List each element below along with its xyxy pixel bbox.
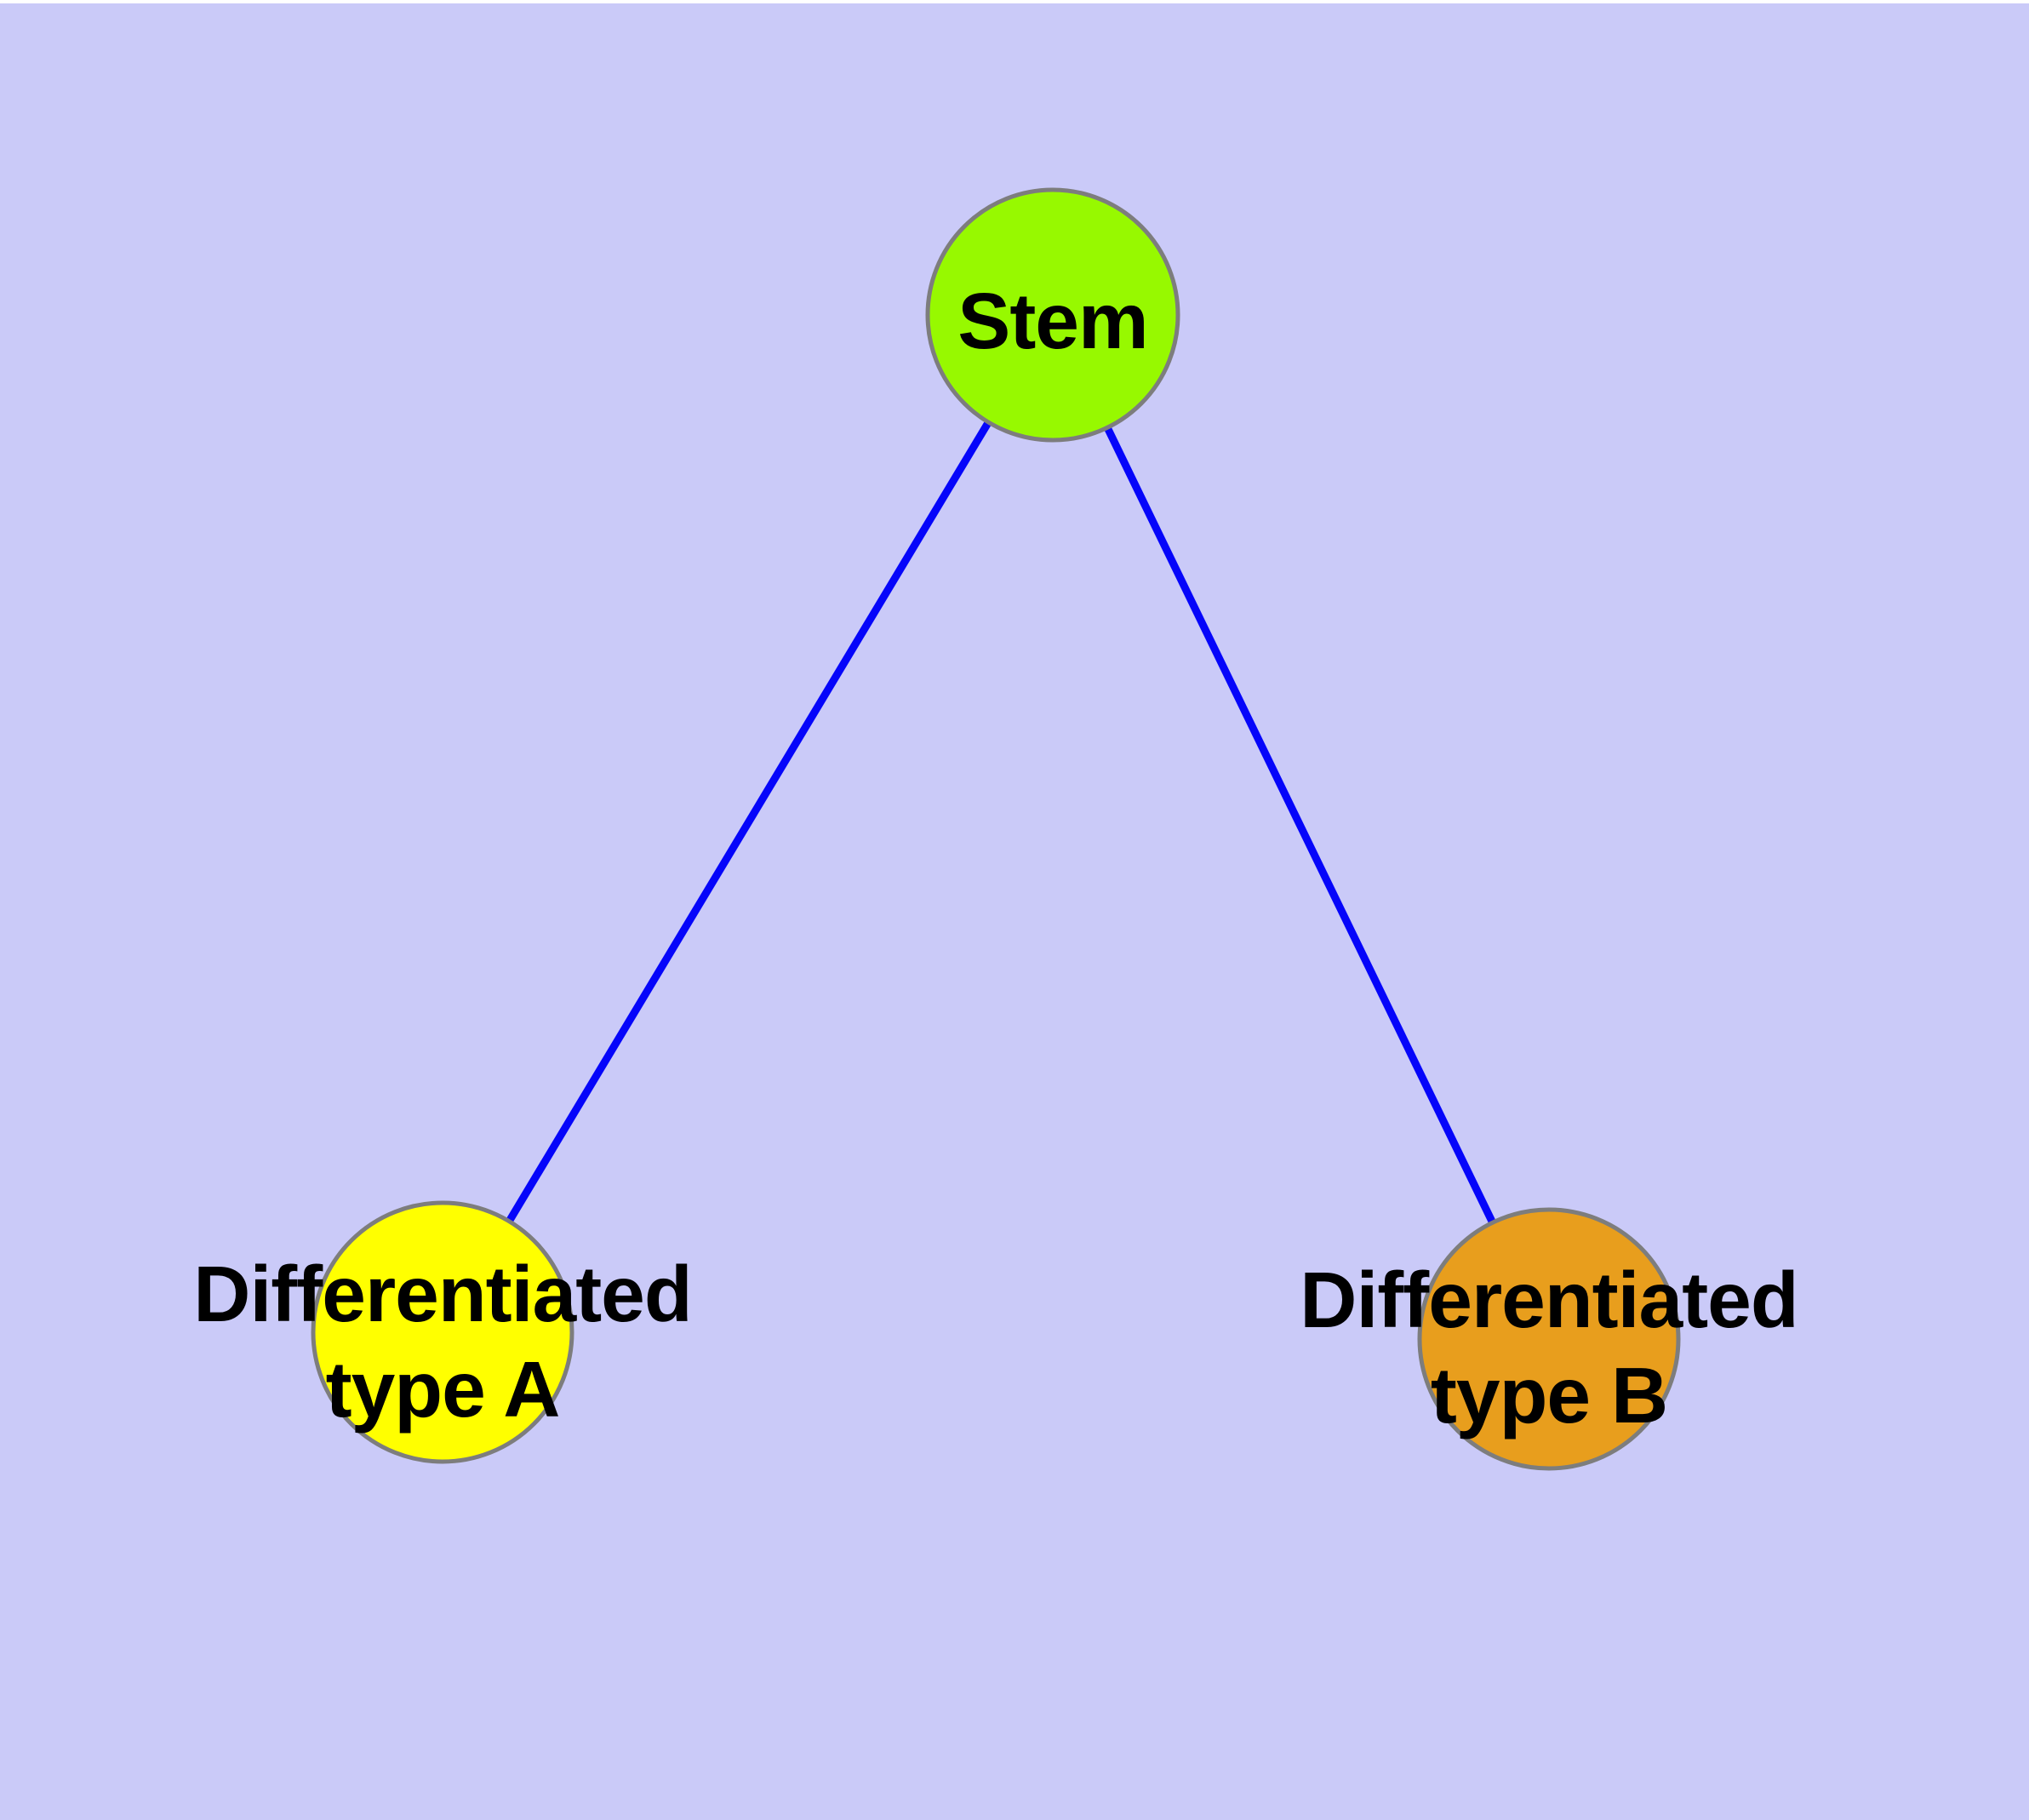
type-a-node-label: Differentiated type A [193,1246,692,1437]
type-b-node-border [1417,1207,1681,1471]
stem-node-border [925,187,1180,443]
stem-node-label: Stem [957,277,1148,365]
type-a-node-border [311,1200,574,1464]
edge-stem-to-type-a [439,312,1056,1335]
type-b-label-line-2: type B [1430,1351,1668,1439]
type-b-label-line-1: Differentiated [1300,1256,1798,1344]
type-b-node-label: Differentiated type B [1300,1252,1798,1443]
type-a-label-line-1: Differentiated [193,1250,692,1338]
type-b-node-circle [1420,1210,1678,1468]
type-a-label-line-2: type A [325,1345,561,1434]
type-a-node-circle [313,1203,572,1462]
stem-node-circle [928,190,1178,440]
edge-stem-to-type-b [1049,313,1553,1341]
